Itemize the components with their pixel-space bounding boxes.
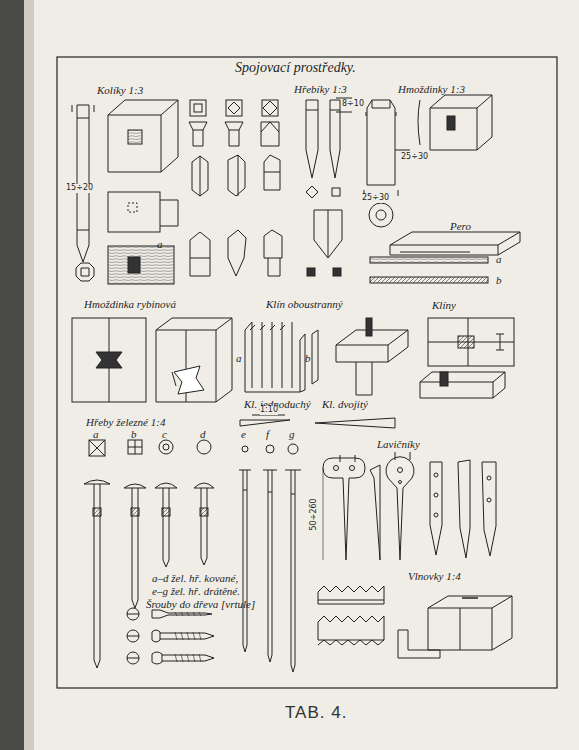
part-label: e xyxy=(241,428,246,440)
part-label: Hřebíky 1:3 xyxy=(294,83,347,95)
part-label: 25÷30 xyxy=(401,153,428,162)
wood-screws xyxy=(127,608,214,664)
part-label: 25÷30 xyxy=(362,194,389,203)
part-label: b xyxy=(131,428,137,440)
part-label: a xyxy=(236,352,242,364)
plate-title: Spojovací prostředky. xyxy=(235,60,356,75)
part-label: d xyxy=(200,428,206,440)
part-label: a xyxy=(157,238,163,250)
double-wedge xyxy=(245,322,318,392)
part-label: 1:10 xyxy=(260,406,278,415)
part-label: b xyxy=(305,352,311,364)
part-label: 15÷20 xyxy=(66,184,93,193)
nails xyxy=(84,440,301,672)
part-label: Hřeby železné 1:4 xyxy=(86,416,165,428)
dowel-plugs xyxy=(364,95,492,227)
part-label: Kolíky 1:3 xyxy=(97,84,143,96)
plate-caption: TAB. 4. xyxy=(285,704,347,723)
part-label: e–g žel. hř. drátěné. xyxy=(152,585,240,597)
part-label: b xyxy=(496,274,502,286)
part-label: a xyxy=(496,253,502,265)
part-label: 8÷10 xyxy=(342,100,364,109)
part-label: 50÷260 xyxy=(310,498,319,530)
part-label: f xyxy=(266,428,269,440)
wooden-pegs xyxy=(306,98,352,276)
part-label: Šrouby do dřeva [vrtule] xyxy=(146,598,255,610)
part-label: Pero xyxy=(450,220,471,232)
wedges xyxy=(240,318,514,428)
part-label: Vlnovky 1:4 xyxy=(408,570,461,582)
dovetail-key xyxy=(72,318,232,402)
dowels xyxy=(72,100,282,284)
part-label: Kl. dvojitý xyxy=(322,398,368,410)
part-label: Hmoždinka rybinová xyxy=(84,298,176,310)
part-label: c xyxy=(162,428,167,440)
part-label: Klín oboustranný xyxy=(266,298,343,310)
bench-irons xyxy=(323,452,496,560)
part-label: Klíny xyxy=(432,299,456,311)
part-label: Hmoždinky 1:3 xyxy=(398,83,465,95)
part-label: a xyxy=(93,428,99,440)
part-label: g xyxy=(289,428,295,440)
part-label: Lavičníky xyxy=(377,438,420,450)
part-label: a–d žel. hř. kované, xyxy=(152,572,238,584)
corrugated-fasteners xyxy=(318,586,512,658)
